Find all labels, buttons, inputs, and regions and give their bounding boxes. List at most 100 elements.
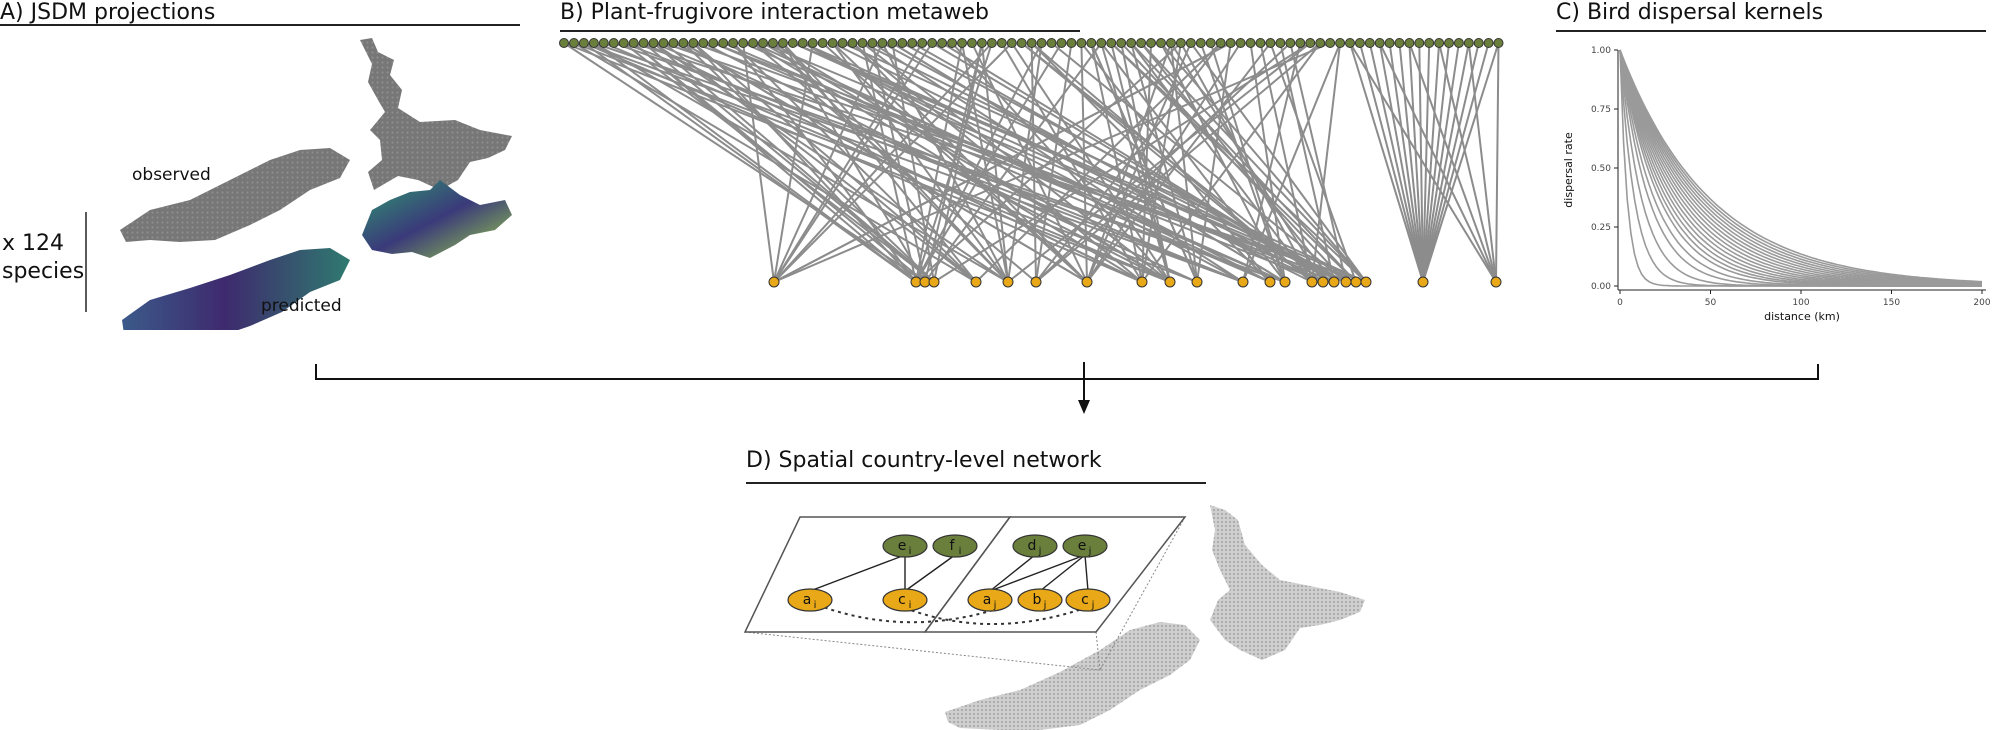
node-subscript: i	[909, 546, 912, 557]
interaction-link	[1080, 42, 1088, 283]
interaction-link	[1438, 42, 1497, 283]
interaction-link	[1349, 42, 1424, 283]
observed-south-island	[120, 148, 350, 242]
interaction-link	[1358, 42, 1424, 283]
plant-node	[1165, 38, 1176, 48]
interaction-link	[782, 42, 977, 283]
frugivore-node	[928, 276, 940, 288]
plant-node	[1275, 38, 1286, 48]
plant-node	[1225, 38, 1236, 48]
node-label: a	[983, 592, 992, 608]
plant-node	[907, 38, 918, 48]
frugivore-node	[1136, 276, 1148, 288]
panel-d-rule	[746, 482, 1206, 484]
interaction-link	[1242, 42, 1342, 283]
interaction-link	[593, 42, 1009, 283]
interaction-link	[1180, 42, 1313, 283]
x-tick-label: 150	[1883, 298, 1900, 308]
interaction-link	[682, 42, 1088, 283]
interaction-link	[1422, 42, 1431, 283]
plant-node	[1235, 38, 1246, 48]
interaction-link	[915, 42, 1043, 283]
connector-bracket	[315, 362, 1819, 414]
interaction-link	[1007, 42, 1311, 283]
metaweb-network	[559, 38, 1504, 288]
y-tick-label: 0.00	[1591, 282, 1611, 292]
frugivore-node	[1264, 276, 1276, 288]
plant-node	[618, 38, 629, 48]
frugivore-node	[1490, 276, 1502, 288]
interaction-link	[652, 42, 1009, 283]
interaction-link	[1196, 42, 1232, 283]
interaction-link	[732, 42, 917, 283]
plant-node	[1364, 38, 1375, 48]
interaction-link	[1007, 42, 1043, 283]
node-subscript: i	[909, 600, 912, 611]
plant-node	[1265, 38, 1276, 48]
multiplier-line2: species	[2, 259, 85, 284]
node-subscript: j	[1091, 600, 1095, 611]
interaction-link	[563, 42, 1171, 283]
interaction-link	[831, 42, 1009, 283]
interaction-link	[915, 42, 1063, 283]
interaction-link	[773, 42, 933, 283]
frugivore-node	[1360, 276, 1372, 288]
interaction-link	[891, 42, 935, 283]
x-tick-label: 50	[1705, 298, 1717, 308]
plant-node	[897, 38, 908, 48]
plant-node	[847, 38, 858, 48]
plant-node	[996, 38, 1007, 48]
plant-node	[648, 38, 659, 48]
plant-node	[708, 38, 719, 48]
frugivore-node	[1164, 276, 1176, 288]
plant-node	[1483, 38, 1494, 48]
interaction-link	[1141, 42, 1153, 283]
plant-node	[807, 38, 818, 48]
plant-node	[986, 38, 997, 48]
observed-label: observed	[132, 165, 211, 185]
interaction-link	[1378, 42, 1424, 283]
plant-node	[758, 38, 768, 48]
x-tick-label: 200	[1973, 298, 1990, 308]
plant-node	[1036, 38, 1047, 48]
metaweb-nodes	[559, 38, 1504, 288]
plant-node	[1335, 38, 1346, 48]
node-label: f	[950, 538, 956, 554]
plant-node	[1136, 38, 1147, 48]
plant-node	[1106, 38, 1117, 48]
interaction-link	[881, 42, 1009, 283]
interaction-link	[1120, 42, 1347, 283]
frugivore-node	[1306, 276, 1318, 288]
interaction-link	[1495, 42, 1500, 283]
plant-node	[1126, 38, 1137, 48]
node-subscript: i	[959, 546, 962, 557]
plant-node	[728, 38, 739, 48]
multiplier-line1: x 124	[2, 231, 65, 256]
plant-node	[578, 38, 589, 48]
y-tick-label: 0.50	[1591, 164, 1611, 174]
plant-node	[738, 38, 749, 48]
plant-node	[1056, 38, 1067, 48]
interaction-link	[924, 42, 1103, 283]
frugivore-node	[1081, 276, 1093, 288]
plant-node	[1394, 38, 1405, 48]
plant-node	[588, 38, 599, 48]
plant-node	[797, 38, 808, 48]
interaction-link	[1141, 42, 1322, 283]
interaction-link	[1422, 42, 1500, 283]
kernel-line	[1619, 49, 1983, 284]
interaction-link	[1249, 42, 1286, 283]
interaction-link	[975, 42, 1222, 283]
interaction-link	[692, 42, 917, 283]
plant-node	[1463, 38, 1474, 48]
patch-interaction-link	[989, 554, 1086, 592]
interaction-link	[861, 42, 917, 283]
interaction-link	[871, 42, 926, 283]
interaction-link	[1388, 42, 1424, 283]
plant-node	[678, 38, 689, 48]
plant-node	[1026, 38, 1037, 48]
plant-node	[857, 38, 868, 48]
interaction-link	[773, 42, 1331, 283]
